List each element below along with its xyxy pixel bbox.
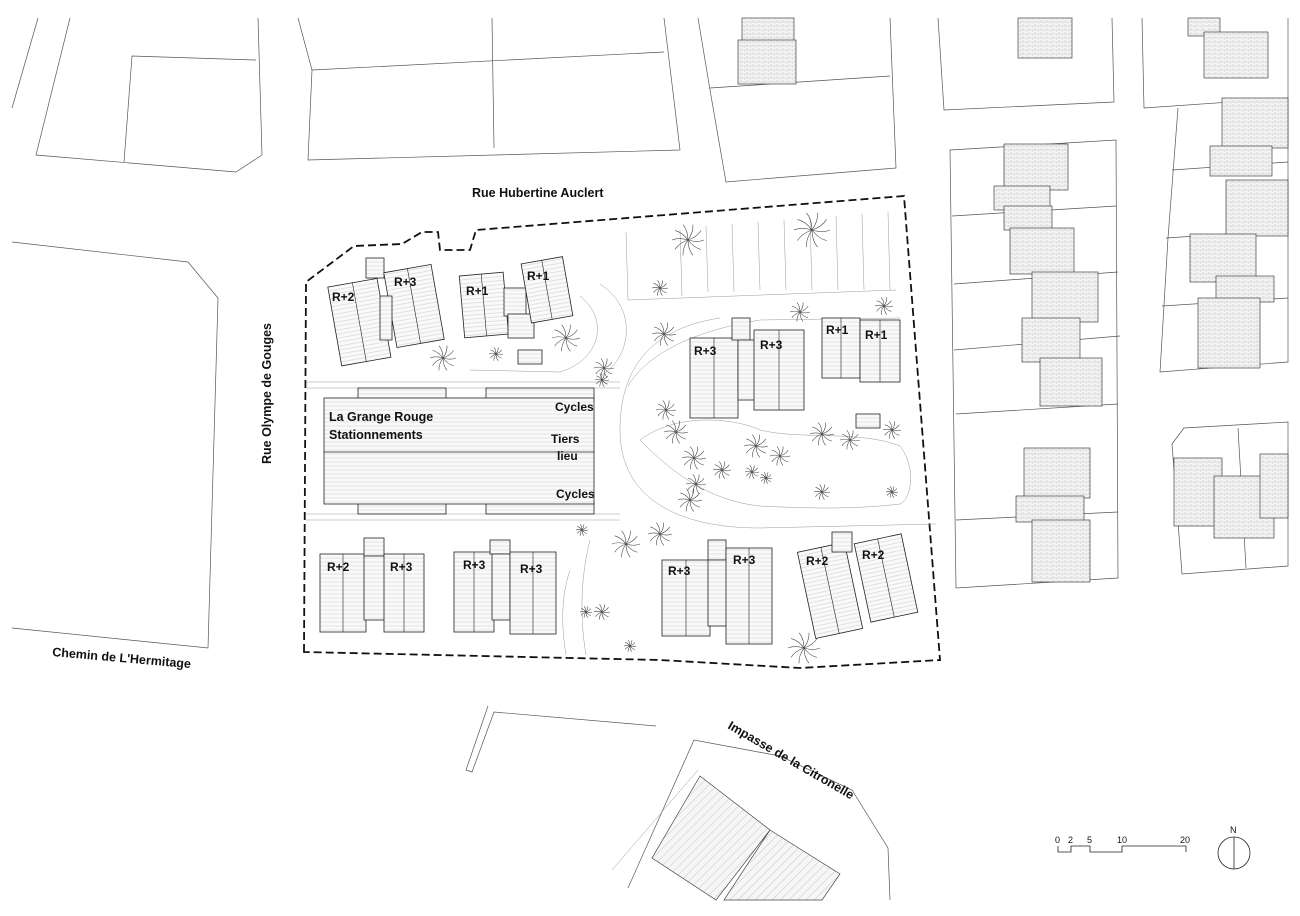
trees <box>429 212 902 664</box>
tree-icon <box>744 465 760 479</box>
building-label: R+1 <box>865 328 888 342</box>
building-label: R+3 <box>760 338 783 352</box>
tree-icon <box>712 461 732 479</box>
site-boundary <box>303 195 941 669</box>
scale-tick: 0 <box>1055 835 1060 845</box>
building-label: R+1 <box>466 284 489 298</box>
building-label: R+3 <box>463 558 486 572</box>
tree-icon <box>663 420 689 444</box>
scale-tick: 10 <box>1117 835 1127 845</box>
tree-icon <box>575 524 589 536</box>
la-grange-rouge-building <box>323 387 595 515</box>
tree-icon <box>647 522 673 546</box>
street-label-southeast: Impasse de la Citronelle <box>726 718 857 802</box>
tree-icon <box>759 472 773 484</box>
southern-buildings <box>651 775 841 901</box>
building-label: R+3 <box>390 560 413 574</box>
building-label: R+2 <box>332 290 355 304</box>
tree-icon <box>579 606 593 618</box>
tree-icon <box>882 421 902 439</box>
tree-icon <box>809 422 835 446</box>
cycles-label-bottom: Cycles <box>556 487 595 501</box>
building-label: R+2 <box>862 548 885 562</box>
tree-icon <box>839 430 861 450</box>
building-label: R+3 <box>394 275 417 289</box>
north-arrow-icon: N <box>1217 825 1251 870</box>
project-buildings <box>319 256 919 645</box>
tree-icon <box>594 373 610 387</box>
street-label-north: Rue Hubertine Auclert <box>472 186 604 200</box>
tree-icon <box>655 400 677 420</box>
central-building-use: Stationnements <box>329 428 423 442</box>
tree-icon <box>787 632 821 664</box>
tree-icon <box>623 640 637 652</box>
tree-icon <box>611 530 641 558</box>
tree-icon <box>593 358 615 378</box>
building-label: R+3 <box>694 344 717 358</box>
building-label: R+1 <box>826 323 849 337</box>
tree-icon <box>789 302 811 322</box>
neighbouring-houses <box>737 17 1289 583</box>
building-label: R+1 <box>527 269 550 283</box>
scale-tick: 2 <box>1068 835 1073 845</box>
tree-icon <box>488 347 504 361</box>
tree-icon <box>681 446 707 470</box>
tree-icon <box>593 604 611 620</box>
neighbouring-parcels <box>11 17 1289 901</box>
tree-icon <box>651 322 677 346</box>
building-label: R+2 <box>806 554 829 568</box>
building-label: R+2 <box>327 560 350 574</box>
tree-icon <box>769 446 791 466</box>
tree-icon <box>685 474 707 494</box>
tree-icon <box>651 280 669 296</box>
tree-icon <box>677 488 703 512</box>
scale-tick: 5 <box>1087 835 1092 845</box>
tree-icon <box>671 224 705 256</box>
tree-icon <box>813 484 831 500</box>
building-label: R+3 <box>668 564 691 578</box>
tree-icon <box>874 297 894 315</box>
building-label: R+3 <box>520 562 543 576</box>
central-building-name: La Grange Rouge <box>329 410 433 424</box>
building-label: R+3 <box>733 553 756 567</box>
street-label-west: Rue Olympe de Gouges <box>260 323 274 464</box>
scale-bar-icon: 0 2 5 10 20 <box>1055 835 1190 853</box>
tree-icon <box>551 324 581 352</box>
tree-icon <box>743 434 769 458</box>
lieu-label: lieu <box>557 449 578 463</box>
cycles-label-top: Cycles <box>555 400 594 414</box>
street-label-southwest: Chemin de L'Hermitage <box>52 645 192 671</box>
tree-icon <box>793 212 831 248</box>
tree-icon <box>429 345 457 371</box>
tree-icon <box>885 486 899 498</box>
north-label: N <box>1230 825 1237 835</box>
scale-tick: 20 <box>1180 835 1190 845</box>
tiers-label: Tiers <box>551 432 580 446</box>
